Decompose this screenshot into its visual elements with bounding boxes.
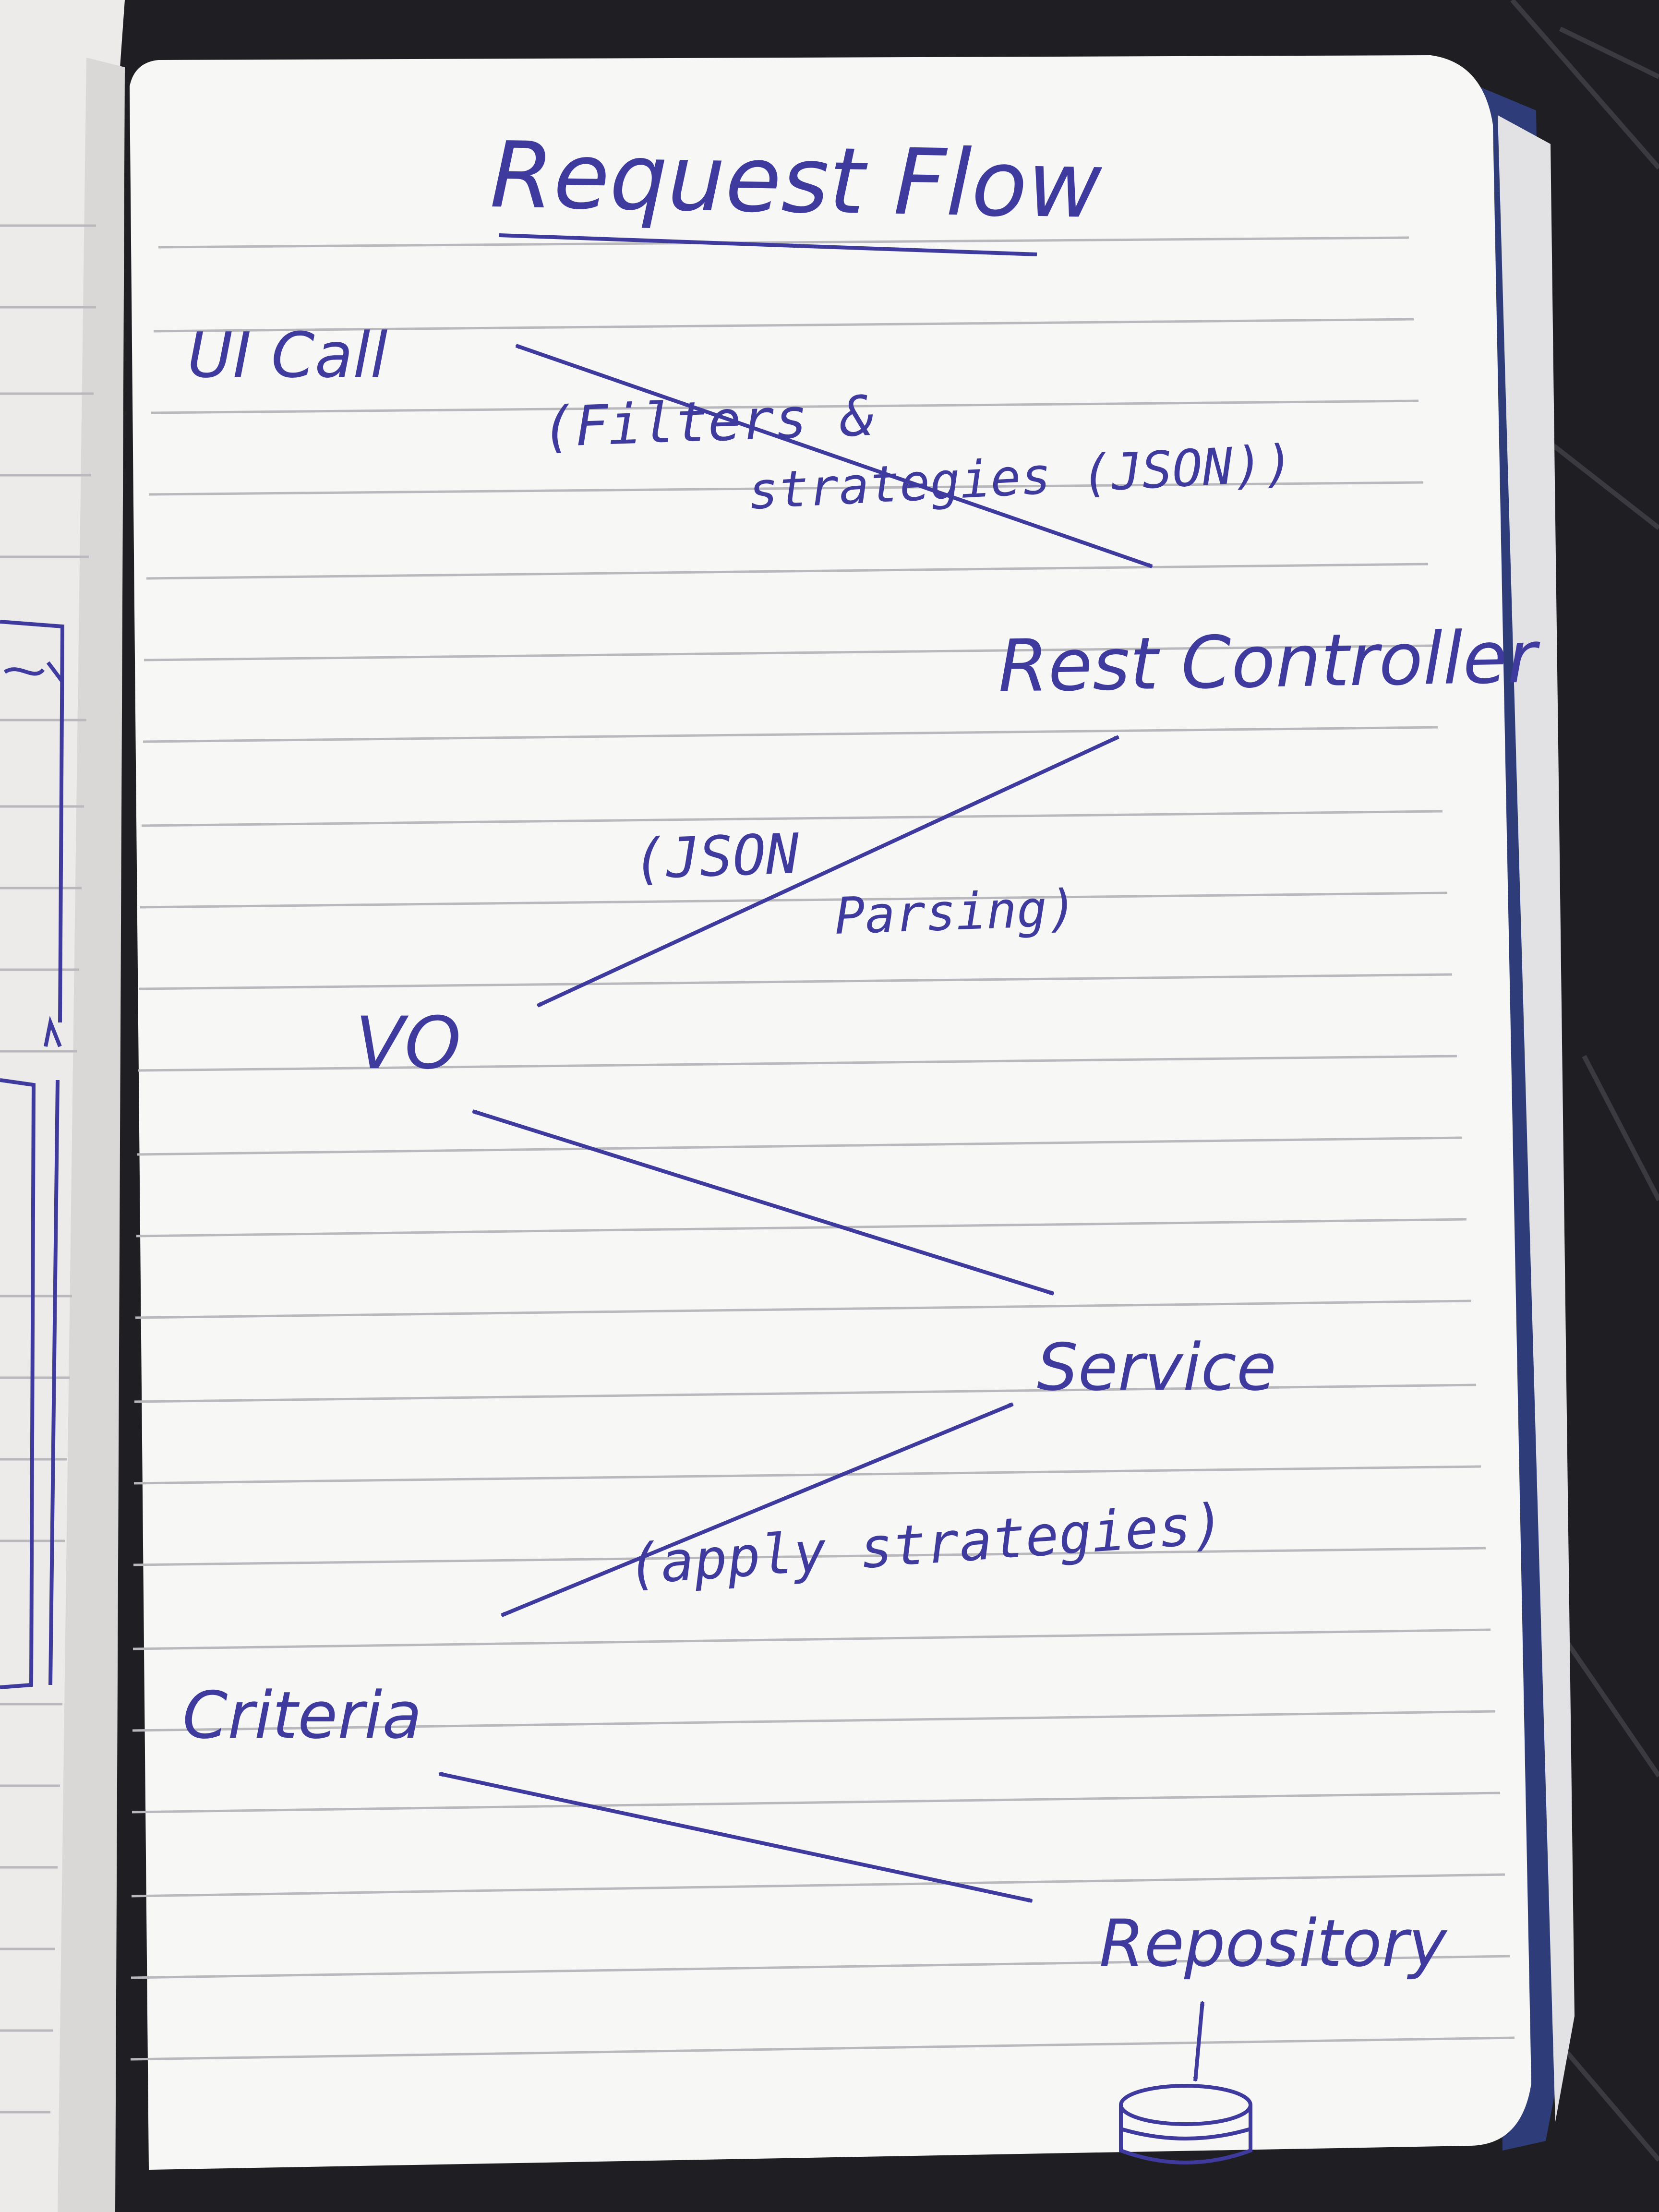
diagram-title: Request Flow <box>489 122 1103 239</box>
arrow-criteria-to-repository <box>439 1772 1032 1903</box>
node-criteria: Criteria <box>182 1678 422 1753</box>
title-underline <box>499 233 1037 256</box>
arrow-vo-to-service <box>473 1109 1054 1296</box>
arrow-ui-call-to-rest-controller <box>516 344 1152 568</box>
node-service: Service <box>1037 1330 1276 1405</box>
node-repository: Repository <box>1099 1906 1448 1981</box>
arrow-repository-to-database <box>1195 2002 1202 2081</box>
left-page-ink <box>0 620 65 1689</box>
annotation-json-line1: (JSON <box>632 822 800 892</box>
node-vo: VO <box>355 1002 461 1085</box>
database-icon <box>1119 2084 1252 2164</box>
annotation-json-line2: Parsing) <box>834 878 1079 946</box>
annotation-filters-line1: (Filters & <box>541 384 875 460</box>
arrow-rest-controller-to-vo <box>538 735 1118 1008</box>
node-rest-controller: Rest Controller <box>998 615 1541 709</box>
arrow-service-to-criteria <box>502 1402 1013 1617</box>
node-ui-call: UI Call <box>187 319 388 392</box>
left-page <box>0 0 125 2212</box>
